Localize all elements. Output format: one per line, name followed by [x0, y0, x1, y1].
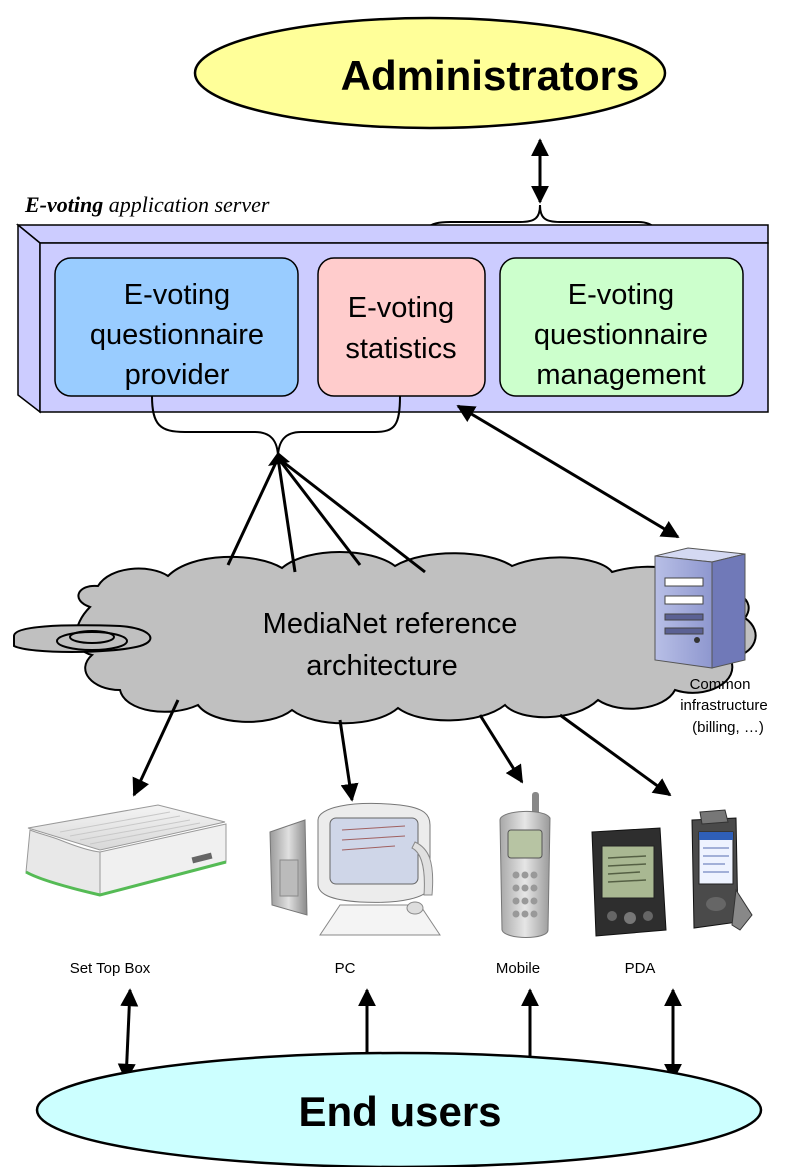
module-line: provider	[125, 359, 230, 391]
cloud-label: MediaNet reference	[263, 608, 518, 640]
module-line: management	[536, 359, 705, 391]
server-infrastructure-arrow	[456, 404, 680, 539]
module-questionnaire-provider: E-voting questionnaire provider	[54, 257, 299, 397]
module-questionnaire-management: E-voting questionnaire management	[499, 257, 744, 397]
cloud-pc-arrow	[338, 719, 359, 802]
server-box-top	[15, 224, 769, 244]
module-line: E-voting	[568, 279, 674, 311]
end-users-label: End users	[298, 1088, 501, 1135]
end-users-node: End users	[35, 1051, 763, 1167]
module-box	[317, 257, 486, 397]
server-box-side	[17, 223, 41, 414]
admin-brace	[419, 204, 661, 256]
infrastructure-label: (billing, …)	[692, 719, 764, 736]
server-title: E-voting application server	[24, 192, 270, 217]
pc-image	[269, 802, 441, 936]
device-label-set-top-box: Set Top Box	[70, 960, 151, 977]
module-line: E-voting	[348, 292, 454, 324]
device-label-pda: PDA	[625, 960, 656, 977]
module-box	[499, 257, 744, 397]
junction-lines	[226, 452, 426, 574]
set-top-box-image	[25, 804, 227, 897]
cloud-puff	[13, 624, 152, 653]
module-line: E-voting	[124, 279, 230, 311]
device-label-pc: PC	[335, 960, 356, 977]
mobile-image	[499, 792, 551, 938]
module-line: questionnaire	[90, 319, 264, 351]
cloud-swirl	[69, 630, 115, 644]
infrastructure-server-icon	[654, 547, 746, 669]
cloud-settopbox-arrow	[132, 699, 180, 797]
infrastructure-label: infrastructure	[680, 697, 768, 714]
module-statistics: E-voting statistics	[317, 257, 486, 397]
medianet-cloud: MediaNet reference architecture	[13, 551, 757, 725]
cloud-pda-arrow	[559, 713, 672, 797]
junction-line	[276, 457, 362, 566]
device-label-mobile: Mobile	[496, 960, 540, 977]
infrastructure-label: Common	[690, 676, 751, 693]
end-users-ellipse	[35, 1051, 763, 1167]
module-line: statistics	[345, 333, 456, 365]
pda-image	[591, 809, 753, 937]
administrators-label: Administrators	[341, 52, 640, 99]
junction-line	[277, 456, 426, 574]
module-box	[54, 257, 299, 397]
administrators-ellipse	[193, 16, 667, 130]
junction-line	[276, 457, 297, 573]
junction-line	[226, 457, 280, 566]
settopbox-users-arrow	[117, 988, 139, 1082]
administrators-node: Administrators	[193, 16, 667, 130]
cloud-label: architecture	[306, 650, 458, 682]
module-line: questionnaire	[534, 319, 708, 351]
cloud-mobile-arrow	[478, 714, 524, 784]
